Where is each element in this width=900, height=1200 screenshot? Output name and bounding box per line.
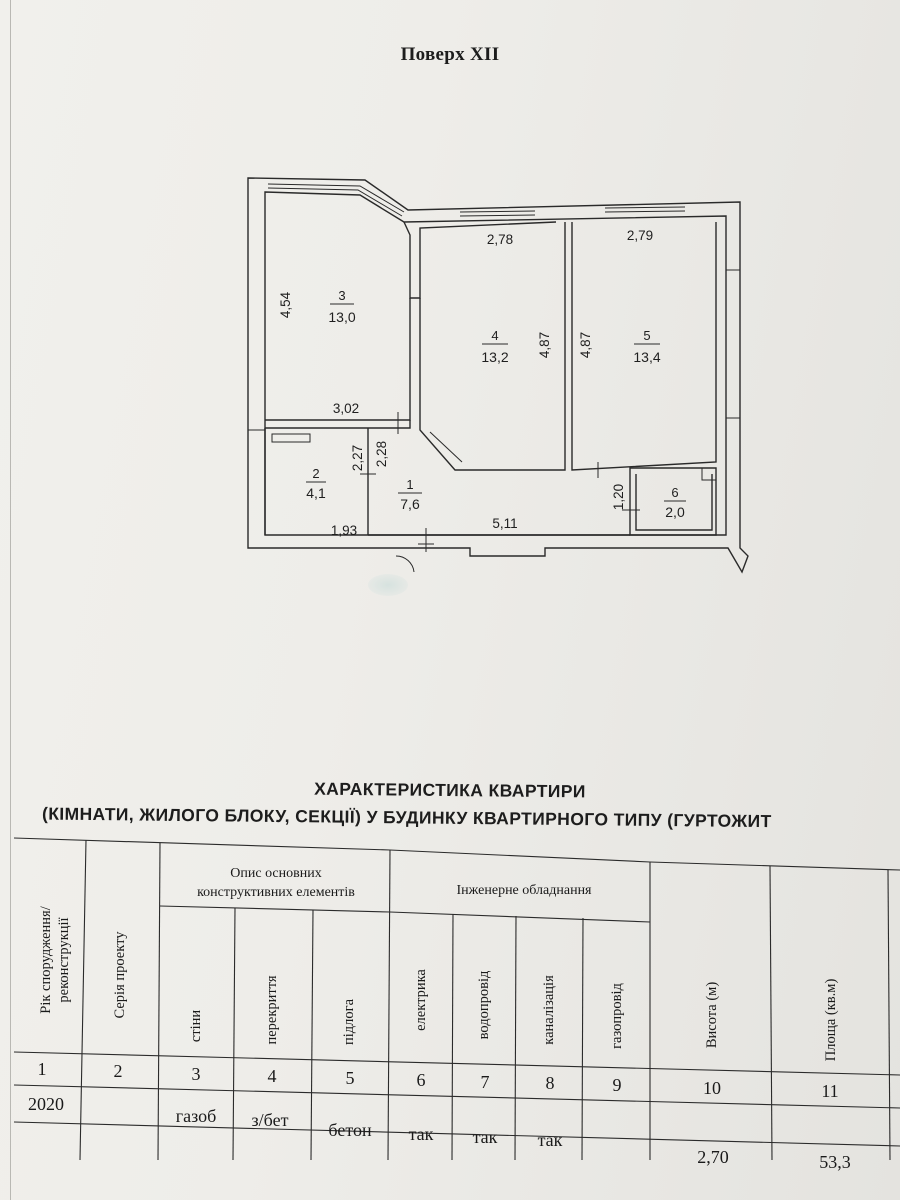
col-year-line2: реконструкції	[56, 917, 72, 1002]
value-flooring: бетон	[328, 1120, 372, 1140]
dim-r2-height: 2,27	[350, 445, 365, 471]
floor-title: Поверх XII	[400, 44, 500, 65]
dim-r2-width: 1,93	[331, 523, 357, 538]
dim-r1-width: 5,11	[492, 516, 517, 531]
ink-smudge	[368, 574, 408, 596]
col-water: водопровід	[476, 970, 492, 1039]
col-number: 7	[481, 1072, 490, 1092]
room-number: 2	[312, 466, 319, 481]
room-number: 4	[491, 328, 498, 343]
room-1: 1 7,6	[398, 477, 422, 512]
room-number: 6	[671, 485, 678, 500]
col-height: Висота (м)	[704, 982, 720, 1049]
col-number: 4	[268, 1066, 277, 1086]
value-walls: газоб	[176, 1106, 217, 1126]
col-gas: газопровід	[609, 982, 625, 1048]
col-year-line1: Рік спорудження/	[38, 905, 54, 1013]
group-structure-line1: Опис основних	[230, 866, 321, 881]
dim-r4-height: 4,87	[537, 332, 552, 358]
room-area: 7,6	[400, 496, 420, 512]
col-electric: електрика	[413, 969, 429, 1031]
room-area: 2,0	[665, 504, 685, 520]
room-area: 13,0	[328, 309, 355, 325]
value-area: 53,3	[819, 1152, 851, 1172]
room-4: 4 13,2	[481, 328, 508, 365]
col-number: 6	[417, 1070, 426, 1090]
dim-r5-height: 4,87	[578, 332, 593, 358]
room-6: 6 2,0	[664, 485, 686, 520]
value-sewer: так	[538, 1130, 563, 1150]
table-row: 2020 газоб з/бет бетон так так так 2,70 …	[28, 1094, 851, 1172]
column-numbers: 1 2 3 4 5 6 7 8 9 10 11	[38, 1059, 839, 1101]
plan-walls	[247, 177, 749, 574]
col-flooring: підлога	[341, 998, 357, 1045]
col-number: 3	[192, 1064, 201, 1084]
room-number: 3	[338, 288, 345, 303]
room-number: 5	[643, 328, 650, 343]
col-area: Площа (кв.м)	[823, 979, 839, 1062]
value-year: 2020	[28, 1094, 64, 1114]
dim-r4-width: 2,78	[487, 232, 513, 247]
group-engineering: Інженерне обладнання	[457, 883, 593, 898]
value-water: так	[473, 1127, 498, 1147]
room-area: 13,2	[481, 349, 508, 365]
col-number: 10	[703, 1078, 721, 1098]
room-5: 5 13,4	[633, 328, 660, 365]
dim-r6-height: 1,20	[611, 484, 626, 510]
col-series: Серія проекту	[112, 931, 128, 1019]
col-number: 2	[114, 1061, 123, 1081]
col-floors: перекриття	[264, 975, 280, 1044]
floor-plan: 4,54 3,02 2,78 4,87 2,79 4,87 2,27 2,28 …	[247, 177, 749, 574]
paper-edge	[10, 0, 11, 1200]
room-area: 4,1	[306, 485, 326, 501]
dim-r3-height: 4,54	[278, 291, 293, 318]
room-2: 2 4,1	[306, 466, 326, 501]
value-floors: з/бет	[252, 1110, 289, 1130]
col-sewer: каналізація	[541, 975, 557, 1045]
room-area: 13,4	[633, 349, 660, 365]
col-walls: стіни	[188, 1010, 204, 1043]
col-number: 1	[38, 1059, 47, 1079]
col-number: 11	[821, 1081, 838, 1101]
value-height: 2,70	[697, 1147, 729, 1167]
col-number: 9	[613, 1075, 622, 1095]
room-3: 3 13,0	[328, 288, 355, 325]
room-number: 1	[406, 477, 413, 492]
dim-r5-width: 2,79	[627, 228, 653, 243]
group-structure-line2: конструктивних елементів	[197, 885, 355, 900]
col-number: 5	[346, 1068, 355, 1088]
col-number: 8	[546, 1073, 555, 1093]
dim-r3-width: 3,02	[333, 401, 359, 416]
table-grid	[13, 837, 900, 1161]
value-electric: так	[409, 1124, 434, 1144]
dim-r1-height: 2,28	[374, 441, 389, 467]
